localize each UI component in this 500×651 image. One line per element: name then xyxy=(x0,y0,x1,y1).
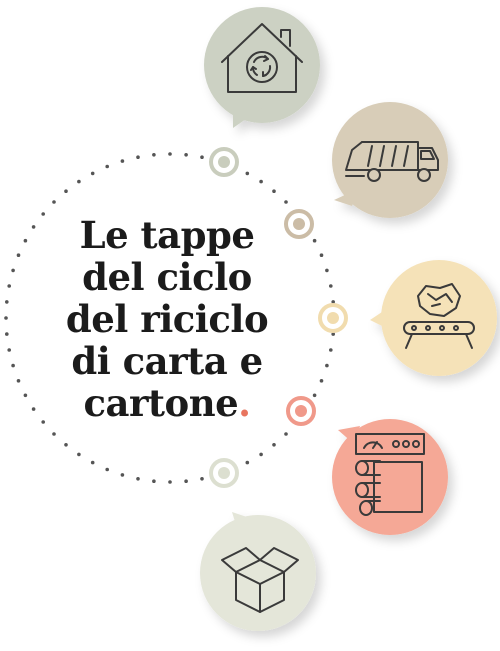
page-title: Le tappe del ciclo del riciclo di carta … xyxy=(42,214,292,424)
path-dot xyxy=(16,253,21,257)
path-dot xyxy=(105,164,109,169)
path-dot xyxy=(7,348,11,352)
step-marker-1 xyxy=(209,147,239,177)
path-dot xyxy=(23,238,28,243)
step-bubble-sorting xyxy=(370,260,497,376)
open-box-icon xyxy=(221,547,299,613)
path-dot xyxy=(16,379,21,383)
path-dot xyxy=(329,348,333,352)
path-dot xyxy=(152,153,156,157)
path-dot xyxy=(259,452,263,457)
step-marker-2 xyxy=(284,209,314,239)
path-dot xyxy=(325,268,329,273)
path-dot xyxy=(329,284,333,288)
path-dot xyxy=(90,171,95,176)
path-dot xyxy=(77,179,81,184)
path-dot xyxy=(64,443,68,447)
step-bubble-transport xyxy=(332,102,448,218)
title-end-dot: . xyxy=(238,381,251,425)
path-dot xyxy=(184,479,188,484)
path-dot xyxy=(23,393,28,398)
step-marker-4 xyxy=(286,396,316,426)
path-dot xyxy=(41,212,45,216)
path-dot xyxy=(319,379,324,383)
path-dot xyxy=(90,460,95,465)
path-dot xyxy=(184,153,188,157)
path-dot xyxy=(272,443,276,447)
step-marker-5 xyxy=(209,458,239,488)
path-dot xyxy=(136,155,140,159)
path-dot xyxy=(31,225,36,229)
path-dot xyxy=(284,200,288,204)
path-dot xyxy=(41,420,45,424)
path-dot xyxy=(312,393,317,398)
path-dot xyxy=(331,332,336,336)
path-dot xyxy=(319,253,324,257)
path-dot xyxy=(5,300,9,304)
paper-mill-machine-icon xyxy=(355,433,425,516)
path-dot xyxy=(11,363,15,368)
title-line-5: cartone. xyxy=(42,382,292,424)
path-dot xyxy=(245,460,250,465)
title-line-4: di carta e xyxy=(71,339,263,383)
path-dot xyxy=(52,200,56,204)
garbage-truck-icon xyxy=(345,141,439,182)
path-dot xyxy=(259,179,263,184)
house-recycle-icon xyxy=(221,23,303,93)
path-dot xyxy=(64,189,68,193)
title-line-1: Le tappe xyxy=(79,213,255,257)
path-dot xyxy=(325,363,329,368)
path-dot xyxy=(284,432,288,436)
path-dot xyxy=(245,171,250,176)
path-dot xyxy=(7,284,11,288)
path-dot xyxy=(200,155,204,159)
title-line-2: del ciclo xyxy=(82,255,252,299)
path-dot xyxy=(5,332,9,336)
title-line-5-text: cartone xyxy=(83,381,239,425)
step-bubble-processing xyxy=(332,419,448,535)
path-dot xyxy=(11,268,15,273)
path-dot xyxy=(312,238,317,243)
path-dot xyxy=(152,479,156,484)
path-dot xyxy=(120,473,125,477)
title-line-3: del riciclo xyxy=(65,297,269,341)
path-dot xyxy=(105,467,109,472)
path-dot xyxy=(120,159,125,163)
path-dot xyxy=(77,452,81,457)
path-dot xyxy=(4,316,8,320)
path-dot xyxy=(31,407,36,411)
path-dot xyxy=(168,480,172,484)
path-dot xyxy=(136,477,140,481)
path-dot xyxy=(168,152,172,156)
step-bubble-new-product xyxy=(200,512,316,631)
path-dot xyxy=(331,300,336,304)
paper-conveyor-icon xyxy=(403,283,475,349)
path-dot xyxy=(272,189,276,193)
step-marker-3 xyxy=(318,303,348,333)
path-dot xyxy=(52,432,56,436)
path-dot xyxy=(200,477,204,481)
